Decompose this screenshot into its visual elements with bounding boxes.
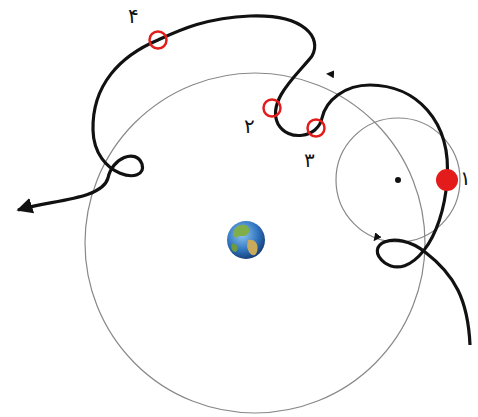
position-marker [436, 169, 458, 191]
epicycle-center [395, 177, 401, 183]
deferent-circle [85, 73, 425, 413]
position-marker [264, 100, 281, 117]
position-marker [150, 32, 167, 49]
direction-arrow [376, 234, 379, 238]
planet-path [18, 16, 470, 345]
earth [227, 221, 265, 259]
position-marker [308, 120, 325, 137]
callout-number: ۱ [460, 168, 471, 188]
direction-arrow [330, 74, 345, 75]
callout-number: ۴ [128, 6, 139, 26]
callout-number: ۲ [244, 116, 255, 136]
callout-number: ۳ [304, 150, 315, 170]
